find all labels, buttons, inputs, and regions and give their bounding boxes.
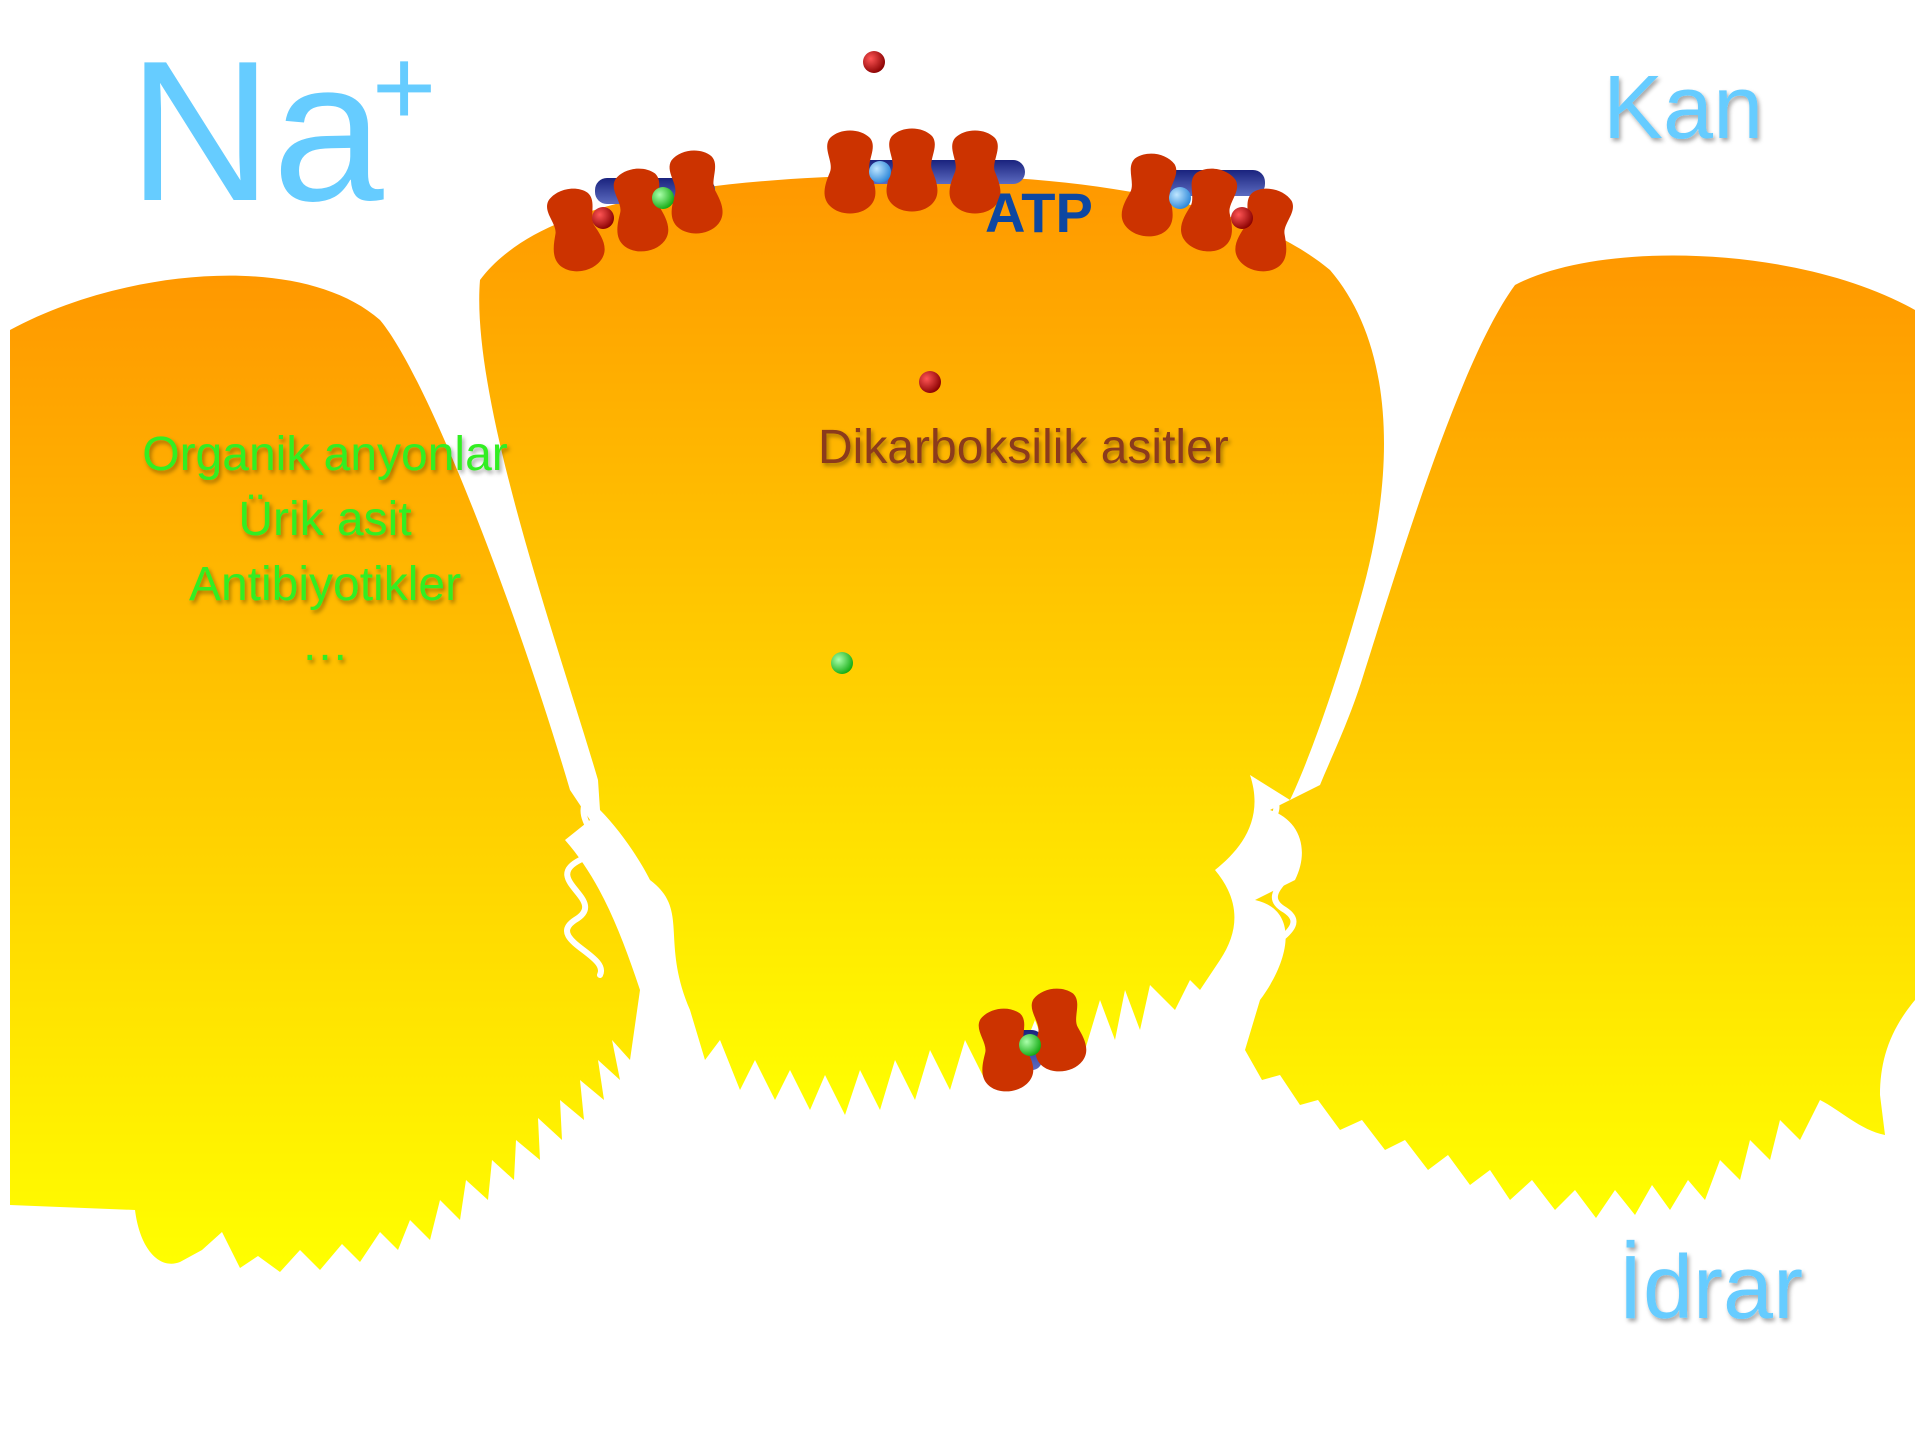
sodium-charge: + [372,26,436,149]
dicarboxylic-acids-label: Dikarboksilik asitler [818,421,1229,474]
atp-label: ATP [985,181,1093,244]
green-ion-intracellular [831,652,853,674]
sodium-symbol: Na [128,20,384,243]
red-ion-intracellular [919,371,941,393]
red-ion [592,207,614,229]
ellipsis-label: … [301,618,349,671]
urine-label: İdrar [1618,1238,1803,1338]
uric-acid-label: Ürik asit [238,493,411,546]
blue-ion [869,161,891,183]
green-ion [652,187,674,209]
blood-label: Kan [1603,58,1763,158]
red-ion [1231,207,1253,229]
organic-anions-label: Organik anyonlar [142,428,508,481]
green-ion [1019,1034,1041,1056]
blue-ion [1169,187,1191,209]
red-ion-blood [863,51,885,73]
antibiotics-label: Antibiyotikler [189,558,461,611]
